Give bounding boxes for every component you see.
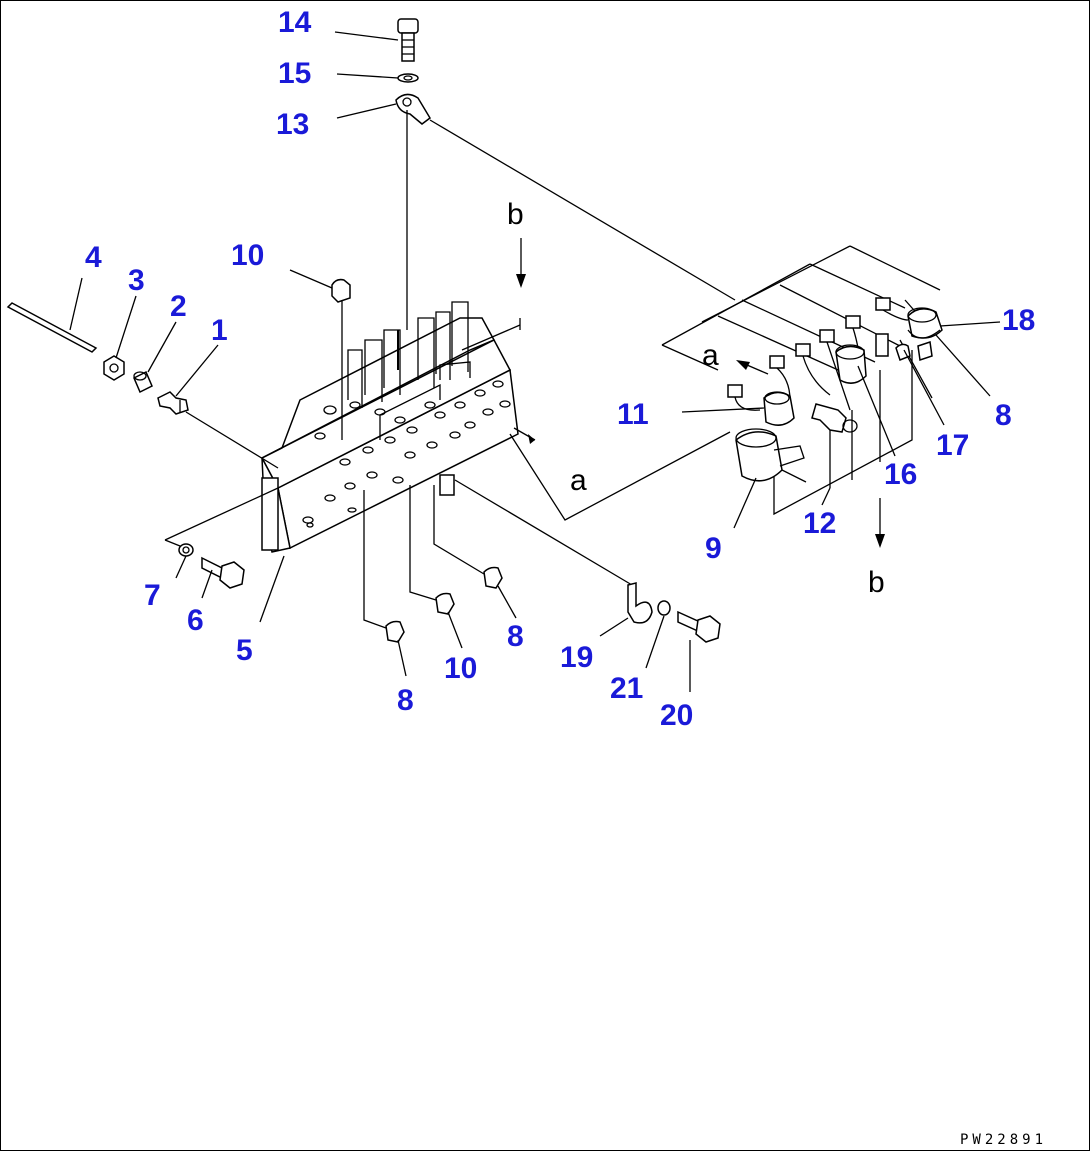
block-ports: [302, 380, 511, 528]
callout-16[interactable]: 16: [884, 458, 917, 491]
callout-5[interactable]: 5: [236, 634, 253, 667]
connectors: [727, 297, 909, 411]
solenoid-18[interactable]: [907, 307, 943, 339]
bolt-20[interactable]: [677, 610, 721, 643]
callout-1[interactable]: 1: [211, 314, 228, 347]
callout-10-top[interactable]: 10: [231, 239, 264, 272]
solenoid-11[interactable]: [763, 391, 795, 426]
callout-8-right[interactable]: 8: [995, 399, 1012, 432]
washer-15[interactable]: [397, 73, 419, 83]
callout-21[interactable]: 21: [610, 672, 643, 705]
clamp-19[interactable]: [627, 582, 653, 624]
bolt-6[interactable]: [201, 556, 245, 589]
callout-10-bottom[interactable]: 10: [444, 652, 477, 685]
callout-7[interactable]: 7: [144, 579, 161, 612]
plug-8-middle[interactable]: [483, 566, 503, 589]
rod-4[interactable]: [6, 302, 98, 353]
callout-15[interactable]: 15: [278, 57, 311, 90]
plug-10-top[interactable]: [331, 278, 351, 303]
accumulator-9[interactable]: [735, 428, 807, 483]
fitting-1[interactable]: [157, 391, 189, 415]
callout-20[interactable]: 20: [660, 699, 693, 732]
sleeve-2[interactable]: [133, 370, 153, 394]
view-label-b-top: b: [507, 198, 524, 231]
washer-21[interactable]: [657, 600, 671, 616]
switch-16[interactable]: [835, 344, 867, 384]
drawing-code: PW22891: [960, 1132, 1047, 1148]
position-lines: [347, 301, 521, 440]
view-label-a-block: a: [570, 464, 587, 497]
plug-8-right[interactable]: [917, 341, 933, 361]
callout-12[interactable]: 12: [803, 507, 836, 540]
callout-8-left[interactable]: 8: [397, 684, 414, 717]
callout-4[interactable]: 4: [85, 241, 102, 274]
callout-18[interactable]: 18: [1002, 304, 1035, 337]
plug-17[interactable]: [895, 343, 911, 361]
callout-19[interactable]: 19: [560, 641, 593, 674]
plug-8-left[interactable]: [385, 620, 405, 643]
valve-block-5[interactable]: [260, 317, 519, 553]
plug-10-bottom[interactable]: [435, 592, 455, 615]
bolt-14[interactable]: [397, 18, 419, 62]
callout-13[interactable]: 13: [276, 108, 309, 141]
callout-11[interactable]: 11: [617, 398, 649, 431]
bracket-13[interactable]: [395, 93, 431, 125]
nut-3[interactable]: [103, 355, 125, 381]
callout-2[interactable]: 2: [170, 290, 187, 323]
callout-6[interactable]: 6: [187, 604, 204, 637]
callout-8-middle[interactable]: 8: [507, 620, 524, 653]
callout-3[interactable]: 3: [128, 264, 145, 297]
callout-14[interactable]: 14: [278, 6, 312, 39]
washer-7[interactable]: [178, 543, 194, 557]
view-label-b-bottom: b: [868, 566, 885, 599]
callout-17[interactable]: 17: [936, 429, 969, 462]
callout-9[interactable]: 9: [705, 532, 722, 565]
sensor-12[interactable]: [811, 403, 858, 433]
view-label-a-right: a: [702, 339, 719, 372]
